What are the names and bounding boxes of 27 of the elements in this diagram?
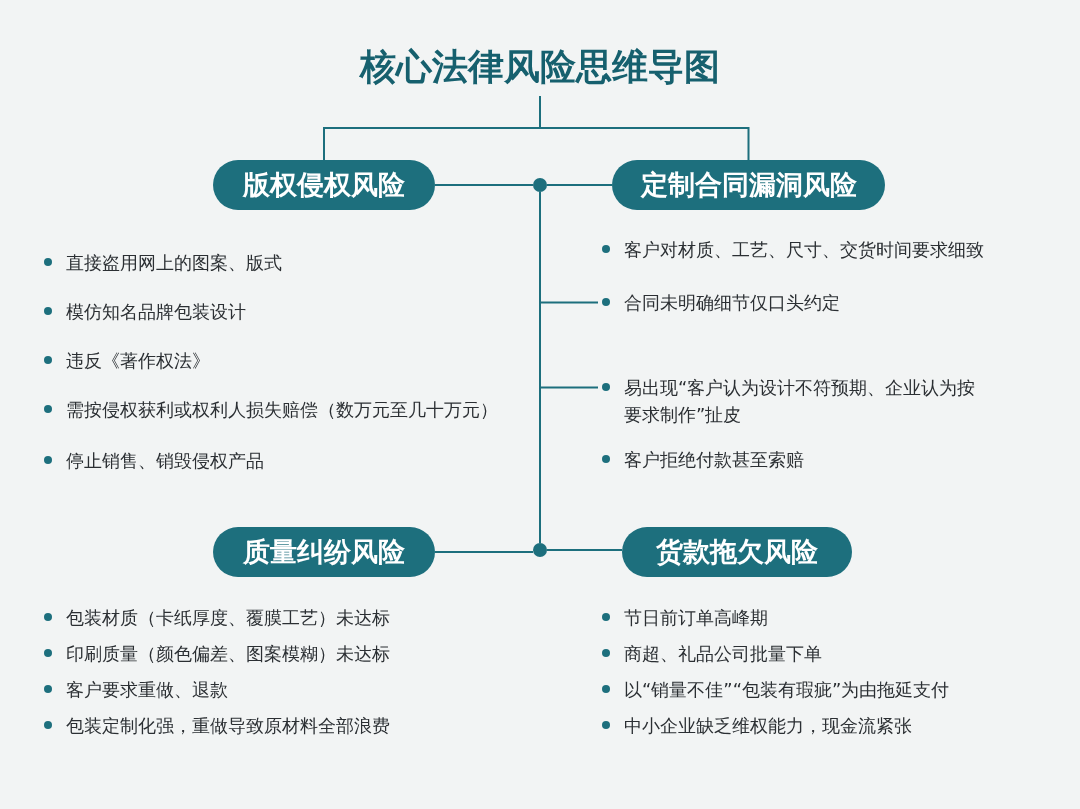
category-pill: 定制合同漏洞风险 <box>612 160 885 210</box>
list-item-text: 节日前订单高峰期 <box>624 606 768 630</box>
connector-line <box>539 191 599 389</box>
list-item-text: 客户要求重做、退款 <box>66 678 228 702</box>
list-item-text: 客户拒绝付款甚至索赔 <box>624 448 804 472</box>
list-item-text: 合同未明确细节仅口头约定 <box>624 291 840 315</box>
list-item-text: 违反《著作权法》 <box>66 349 210 373</box>
category-pill: 版权侵权风险 <box>213 160 435 210</box>
list-item-text: 商超、礼品公司批量下单 <box>624 642 822 666</box>
connector-line <box>546 184 613 186</box>
list-item-text: 模仿知名品牌包装设计 <box>66 300 246 324</box>
list-item-text: 以“销量不佳”“包装有瑕疵”为由拖延支付 <box>624 678 950 702</box>
category-pill: 货款拖欠风险 <box>622 527 852 577</box>
list-item-text: 客户对材质、工艺、尺寸、交货时间要求细致 <box>624 238 984 262</box>
category-pill: 质量纠纷风险 <box>213 527 435 577</box>
list-item-text: 包装定制化强，重做导致原材料全部浪费 <box>66 714 390 738</box>
root-topic-text: 核心法律风险思维导图 <box>358 43 721 89</box>
connector-line <box>434 551 534 553</box>
connector-line <box>434 184 534 186</box>
connector-line <box>546 549 623 551</box>
list-item-text: 包装材质（卡纸厚度、覆膜工艺）未达标 <box>66 606 390 630</box>
list-item-text: 易出现“客户认为设计不符预期、企业认为按要求制作”扯皮 <box>624 376 977 427</box>
list-item-text: 直接盗用网上的图案、版式 <box>66 251 282 275</box>
list-item-text: 停止销售、销毁侵权产品 <box>66 449 264 473</box>
list-item-text: 中小企业缺乏维权能力，现金流紧张 <box>624 714 912 738</box>
list-item-text: 需按侵权获利或权利人损失赔偿（数万元至几十万元） <box>66 398 498 422</box>
list-item-text: 印刷质量（颜色偏差、图案模糊）未达标 <box>66 642 390 666</box>
